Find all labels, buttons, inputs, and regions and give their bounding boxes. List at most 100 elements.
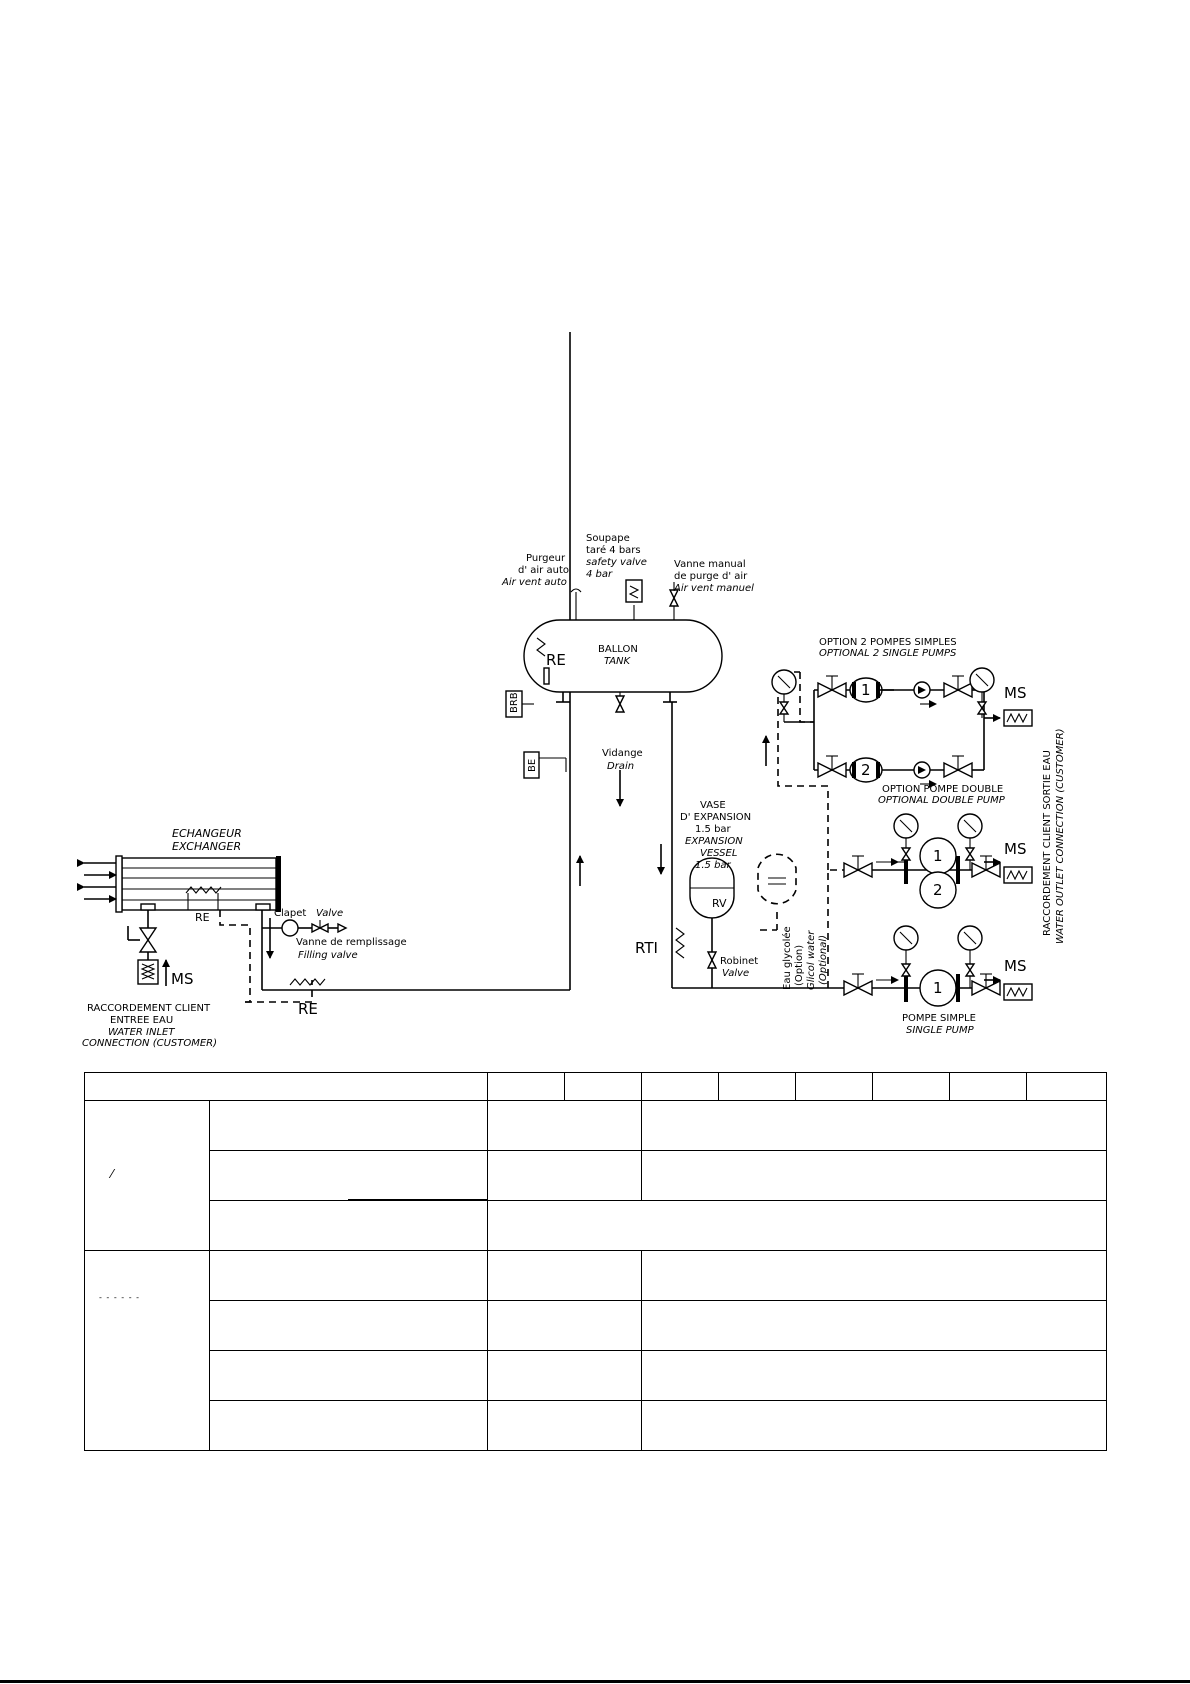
expansion-line5: VESSEL: [700, 848, 737, 859]
single-pump-number: 1: [933, 979, 943, 997]
strainer-ms-bottom: [1003, 983, 1033, 1001]
table-row: [85, 1300, 1107, 1351]
table-cell: [487, 1200, 1107, 1251]
double-pump-number-1: 1: [933, 847, 943, 865]
table-row: [85, 1350, 1107, 1401]
double-pump-label-en: OPTIONAL DOUBLE PUMP: [878, 795, 1006, 806]
table-cell: [209, 1400, 488, 1451]
top-ms-code: MS: [1004, 684, 1026, 702]
stray-mark: ⁄: [111, 1167, 114, 1181]
manual-vent-line2: de purge d' air: [674, 571, 748, 582]
table-header-row: [84, 1072, 1107, 1101]
table-cell: [487, 1400, 642, 1451]
table-cell: [487, 1100, 642, 1151]
expansion-line3: 1.5 bar: [695, 824, 732, 835]
expansion-line2: D' EXPANSION: [680, 812, 751, 823]
check-valve-label-fr: Clapet: [274, 908, 306, 919]
table-cell: [209, 1200, 488, 1251]
pump-top-number: 1: [861, 681, 871, 699]
table-row: - - - - - -: [84, 1250, 1107, 1451]
table-cell: [641, 1300, 1107, 1351]
single-pump-label-fr: POMPE SIMPLE: [902, 1013, 976, 1024]
table-cell: [209, 1350, 488, 1401]
water-outlet-label-en: WATER OUTLET CONNECTION (CUSTOMER): [1055, 728, 1066, 944]
table-row: [85, 1400, 1107, 1451]
manual-vent-line3: Air vent manuel: [673, 583, 754, 594]
safety-valve-symbol: [625, 579, 643, 603]
single-pump: 1 MS POMPE SIMPLE SINGLE PUMP: [843, 925, 1033, 1036]
option-feed-lines: [762, 671, 844, 988]
strainer-ms-middle: [1003, 866, 1033, 884]
air-vent-auto-line3: Air vent auto: [501, 577, 567, 588]
glycol-line2: (Option): [794, 945, 805, 986]
robinet-label-fr: Robinet: [720, 956, 758, 967]
spec-table: ⁄ - - - - - -: [84, 1072, 1107, 1451]
table-cell: [209, 1300, 488, 1351]
option-two-single-pumps: OPTION 2 POMPES SIMPLES OPTIONAL 2 SINGL…: [771, 637, 1033, 788]
water-inlet-line3: WATER INLET: [108, 1027, 175, 1038]
expansion-line4: EXPANSION: [685, 836, 743, 847]
water-inlet-line2: ENTREE EAU: [110, 1015, 173, 1026]
table-row: [85, 1200, 1107, 1251]
page-bottom-rule: [0, 1680, 1190, 1683]
table-row: [85, 1150, 1107, 1201]
table-cell: [209, 1100, 488, 1151]
inlet-ms-code: MS: [171, 970, 193, 988]
expansion-line1: VASE: [700, 800, 726, 811]
water-outlet-label-fr: RACCORDEMENT CLIENT SORTIE EAU: [1042, 750, 1053, 936]
exchanger: ECHANGEUR EXCHANGER RE: [77, 827, 281, 924]
option-double-pump: OPTION POMPE DOUBLE OPTIONAL DOUBLE PUMP…: [843, 784, 1033, 909]
expansion-line6: 1.5 bar: [695, 860, 732, 871]
glycol-line3: Glicol water: [806, 930, 817, 990]
tank-label-fr: BALLON: [598, 644, 638, 655]
table-cell: [641, 1072, 719, 1101]
exchanger-label-fr: ECHANGEUR: [172, 827, 242, 840]
table-cell: [641, 1350, 1107, 1401]
filling-valve-label-fr: Vanne de remplissage: [296, 937, 407, 948]
stray-mark: - - - - - -: [99, 1293, 141, 1302]
table-cell: [487, 1300, 642, 1351]
single-pump-label-en: SINGLE PUMP: [906, 1025, 975, 1036]
water-inlet-line4: CONNECTION (CUSTOMER): [82, 1038, 217, 1049]
tank-label-en: TANK: [604, 656, 632, 667]
manual-vent-line1: Vanne manual: [674, 559, 746, 570]
table-cell: [795, 1072, 873, 1101]
table-cell: [641, 1250, 1107, 1301]
exchanger-to-tank-piping: RE Clapet Valve Vanne de remplissage Fil…: [219, 332, 584, 1018]
two-pumps-label-fr: OPTION 2 POMPES SIMPLES: [819, 637, 957, 648]
brb-code: BRB: [509, 692, 520, 713]
table-cell: [641, 1400, 1107, 1451]
drain-label-fr: Vidange: [602, 748, 643, 759]
exchanger-label-en: EXCHANGER: [172, 840, 241, 853]
be-sensor: [523, 751, 540, 779]
glycol-line1: Eau glycolée: [781, 926, 793, 990]
table-group-cell: - - - - - -: [84, 1250, 210, 1451]
safety-valve-line4: 4 bar: [586, 569, 613, 580]
table-cell: [564, 1072, 642, 1101]
table-cell: [209, 1250, 488, 1301]
hydraulic-diagram: ECHANGEUR EXCHANGER RE MS RACCORDEMENT C…: [77, 332, 1066, 1049]
table-cell: [84, 1072, 488, 1101]
tank: RE BALLON TANK BRB Vidange Drain BE Purg…: [501, 533, 754, 807]
exchanger-re-code: RE: [195, 911, 210, 924]
double-pump-label-fr: OPTION POMPE DOUBLE: [882, 784, 1003, 795]
check-valve-symbol: [281, 919, 299, 937]
bottom-ms-code: MS: [1004, 957, 1026, 975]
cell-underline: [348, 1199, 487, 1200]
pump-bottom-number: 2: [861, 761, 871, 779]
table-row: ⁄: [84, 1100, 1107, 1251]
rti-code: RTI: [635, 939, 658, 957]
table-cell: [1026, 1072, 1107, 1101]
table-cell: [641, 1150, 1107, 1201]
strainer-ms-top: [1003, 709, 1033, 727]
table-cell: [872, 1072, 950, 1101]
table-cell: [718, 1072, 796, 1101]
safety-valve-line1: Soupape: [586, 533, 630, 544]
filling-valve-label-en: Filling valve: [298, 950, 358, 961]
tank-re-code: RE: [546, 651, 566, 669]
robinet-label-en: Valve: [722, 968, 749, 979]
table-cell: [487, 1250, 642, 1301]
table-group-cell: ⁄: [84, 1100, 210, 1251]
table-cell: [487, 1072, 565, 1101]
be-code: BE: [527, 759, 538, 772]
